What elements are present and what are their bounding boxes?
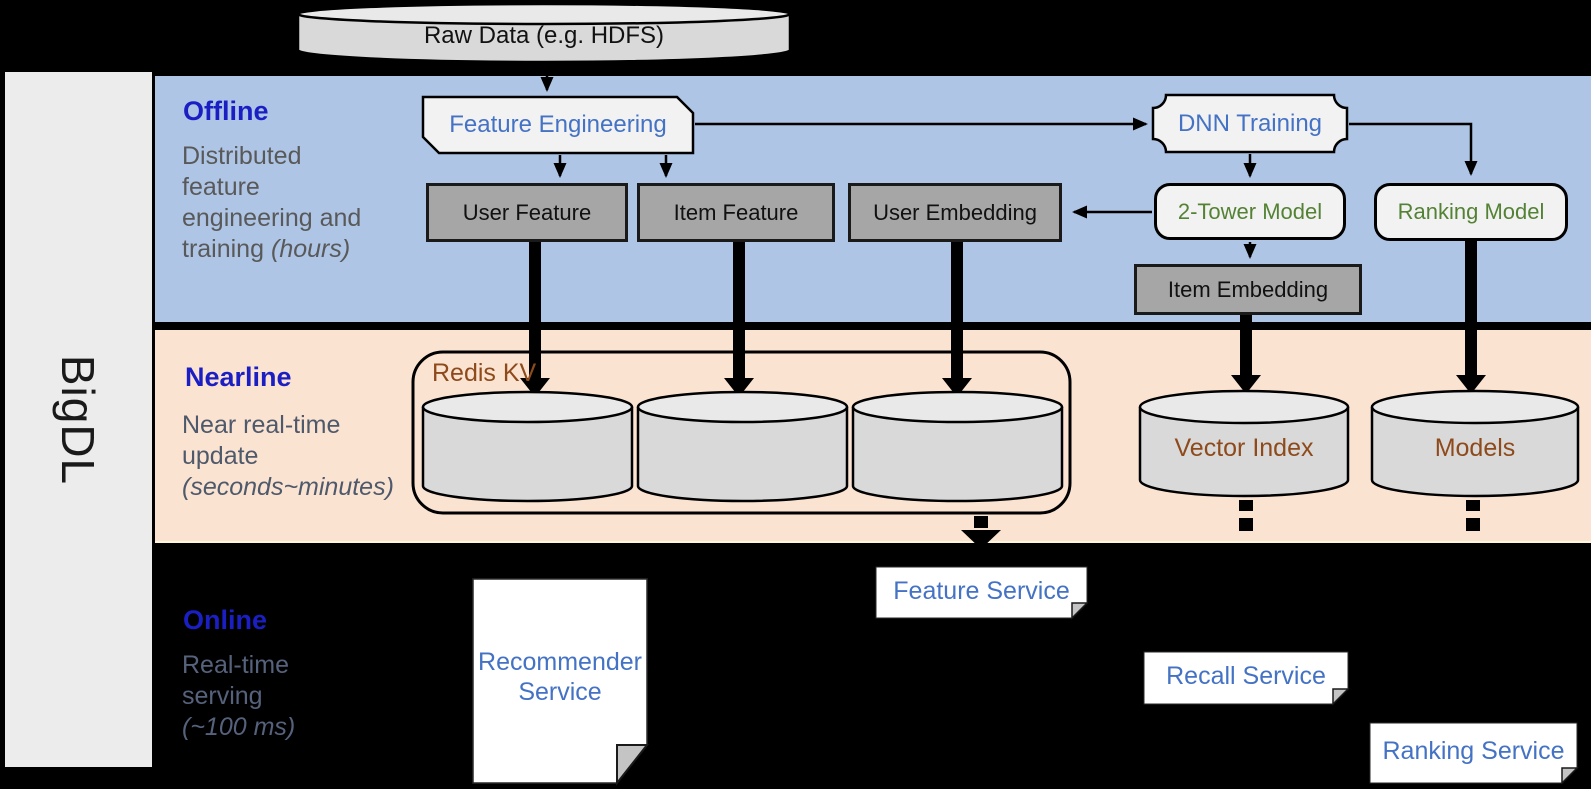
feature-engineering-shape (421, 95, 695, 155)
recommender-service-label: Recommender Service (478, 648, 642, 706)
thick-arrow-item-embedding-to-vector-index (1231, 315, 1261, 394)
arrow-dnn-to-ranking-model (1349, 122, 1478, 176)
redis-kv-label: Redis KV (432, 359, 537, 387)
online-description: Real-time serving(~100 ms) (182, 650, 472, 743)
raw-data-label: Raw Data (e.g. HDFS) (423, 22, 665, 49)
redis-cylinder-3 (851, 390, 1064, 503)
recommender-service-shape (472, 578, 650, 786)
feature-service-label: Feature Service (893, 576, 1070, 605)
dnn-training-shape (1151, 93, 1349, 154)
ranking-model-box: Ranking Model (1374, 183, 1568, 241)
offline-latency-note: (hours) (271, 235, 351, 263)
redis-cylinder-1 (421, 390, 634, 503)
offline-title: Offline (183, 96, 269, 126)
item-embedding-label: Item Embedding (1167, 276, 1329, 302)
raw-data-cylinder (296, 2, 792, 64)
ranking-model-label: Ranking Model (1397, 199, 1545, 224)
nearline-description: Near real-time update(seconds~minutes) (182, 410, 492, 503)
item-embedding-box: Item Embedding (1134, 264, 1362, 315)
item-feature-box: Item Feature (637, 183, 835, 242)
dashed-connector-vector-index-to-recall-service (1239, 500, 1253, 531)
dashed-arrow-redis-to-feature-service (961, 516, 1001, 549)
item-feature-label: Item Feature (673, 199, 799, 225)
thick-arrow-user-feature-to-redis (520, 242, 550, 397)
models-cylinder (1370, 389, 1580, 498)
bigdl-sidebar: BigDL (5, 72, 152, 767)
user-feature-box: User Feature (426, 183, 628, 242)
nearline-title: Nearline (185, 362, 292, 392)
thick-arrow-user-embedding-to-redis (942, 242, 972, 397)
offline-description: Distributed feature engineering and trai… (182, 142, 362, 263)
thick-arrow-item-feature-to-redis (724, 242, 754, 397)
recall-service-label: Recall Service (1166, 662, 1326, 690)
ranking-service-label: Ranking Service (1382, 737, 1565, 765)
dashed-connector-models-to-ranking-service (1466, 500, 1480, 531)
user-feature-label: User Feature (462, 199, 592, 225)
vector-index-label: Vector Index (1174, 433, 1314, 462)
user-embedding-box: User Embedding (848, 183, 1062, 242)
nearline-latency-note: (seconds~minutes) (182, 473, 394, 501)
online-latency-note: (~100 ms) (182, 713, 296, 741)
online-title: Online (183, 605, 268, 635)
redis-kv-container (411, 350, 1072, 515)
vector-index-cylinder (1138, 389, 1350, 498)
user-embedding-label: User Embedding (873, 199, 1037, 225)
dnn-training-label: DNN Training (1177, 109, 1323, 137)
two-tower-model-label: 2-Tower Model (1177, 198, 1323, 224)
thick-arrow-ranking-model-to-models (1456, 241, 1486, 394)
ranking-service-shape (1369, 722, 1579, 785)
models-label: Models (1434, 433, 1516, 462)
feature-service-shape (875, 566, 1089, 620)
feature-engineering-label: Feature Engineering (449, 111, 667, 138)
recall-service-shape (1143, 651, 1350, 706)
two-tower-model-box: 2-Tower Model (1154, 183, 1346, 240)
redis-cylinder-2 (636, 390, 849, 503)
